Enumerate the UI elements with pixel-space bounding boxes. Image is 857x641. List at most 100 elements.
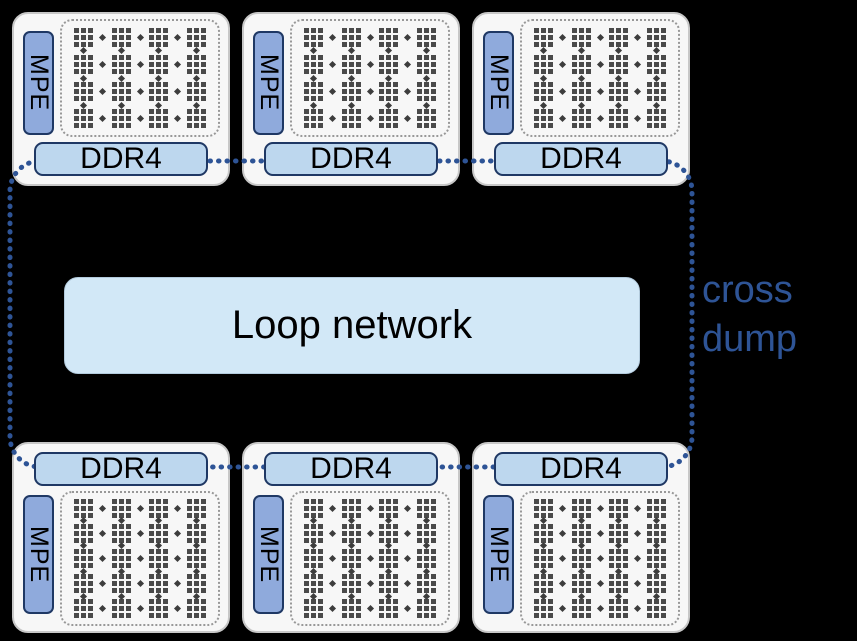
pe-square — [317, 82, 323, 88]
pe-square — [585, 34, 591, 40]
pe-square — [125, 82, 131, 88]
pe-square — [616, 89, 622, 95]
pe-square — [578, 34, 584, 40]
pe-square — [111, 82, 117, 88]
pe-square — [540, 27, 546, 33]
pe-square — [547, 574, 553, 580]
pe-square — [647, 555, 653, 561]
pe-square — [201, 505, 207, 511]
pe-square — [417, 562, 423, 568]
pe-square — [355, 41, 361, 47]
pe-square — [201, 555, 207, 561]
pe-square — [310, 89, 316, 95]
pe-square — [547, 562, 553, 568]
pe-square — [80, 548, 86, 554]
pe-square — [310, 537, 316, 543]
pe-cluster — [73, 574, 93, 594]
pe-square — [111, 96, 117, 102]
pe-square — [585, 537, 591, 543]
pe-square — [431, 523, 437, 529]
router-icon — [174, 88, 182, 96]
pe-square — [616, 54, 622, 60]
pe-square — [341, 34, 347, 40]
pe-square — [348, 109, 354, 115]
pe-square — [341, 61, 347, 67]
pe-square — [386, 61, 392, 67]
pe-square — [163, 498, 169, 504]
router-icon — [366, 88, 374, 96]
pe-square — [310, 27, 316, 33]
pe-square — [386, 82, 392, 88]
pe-square — [417, 96, 423, 102]
pe-square — [156, 588, 162, 594]
pe-square — [424, 548, 430, 554]
pe-square — [533, 82, 539, 88]
pe-cluster — [379, 599, 399, 619]
pe-square — [654, 34, 660, 40]
pe-square — [647, 574, 653, 580]
pe-square — [431, 27, 437, 33]
pe-square — [156, 498, 162, 504]
router-icon — [174, 605, 182, 613]
router-icon — [558, 605, 566, 613]
pe-square — [623, 123, 629, 129]
pe-square — [201, 599, 207, 605]
pe-square — [571, 588, 577, 594]
router-icon — [558, 554, 566, 563]
pe-square — [355, 123, 361, 129]
pe-square — [578, 606, 584, 612]
pe-square — [303, 537, 309, 543]
router-icon — [404, 88, 412, 96]
pe-square — [118, 548, 124, 554]
pe-square — [163, 537, 169, 543]
pe-square — [341, 599, 347, 605]
pe-square — [623, 588, 629, 594]
pe-square — [80, 96, 86, 102]
router-icon — [366, 60, 374, 68]
pe-square — [163, 54, 169, 60]
pe-cluster — [379, 523, 399, 543]
pe-square — [571, 68, 577, 74]
router-icon — [539, 74, 547, 82]
pe-square — [149, 581, 155, 587]
pe-square — [424, 505, 430, 511]
pe-square — [654, 512, 660, 518]
pe-square — [654, 123, 660, 129]
pe-square — [616, 505, 622, 511]
router-icon — [174, 33, 182, 41]
router-icon — [634, 115, 642, 123]
pe-square — [149, 562, 155, 568]
pe-square — [194, 96, 200, 102]
pe-square — [111, 588, 117, 594]
pe-square — [578, 498, 584, 504]
pe-square — [310, 505, 316, 511]
pe-square — [111, 548, 117, 554]
pe-square — [303, 606, 309, 612]
pe-square — [616, 116, 622, 122]
pe-square — [623, 505, 629, 511]
pe-square — [355, 96, 361, 102]
pe-square — [547, 34, 553, 40]
pe-square — [578, 109, 584, 115]
pe-square — [647, 599, 653, 605]
pe-square — [310, 581, 316, 587]
pe-cluster — [111, 523, 131, 543]
pe-square — [540, 606, 546, 612]
pe-square — [317, 574, 323, 580]
pe-square — [540, 512, 546, 518]
pe-square — [80, 27, 86, 33]
pe-cluster — [417, 109, 437, 129]
pe-square — [547, 54, 553, 60]
pe-square — [125, 41, 131, 47]
router-icon — [634, 605, 642, 613]
pe-square — [194, 498, 200, 504]
pe-cluster — [303, 82, 323, 102]
router-icon — [328, 605, 336, 613]
pe-square — [386, 68, 392, 74]
pe-cluster — [533, 574, 553, 594]
mpe-label: MPE — [253, 31, 284, 135]
pe-square — [547, 548, 553, 554]
pe-cluster — [379, 27, 399, 47]
pe-square — [585, 68, 591, 74]
pe-square — [431, 537, 437, 543]
